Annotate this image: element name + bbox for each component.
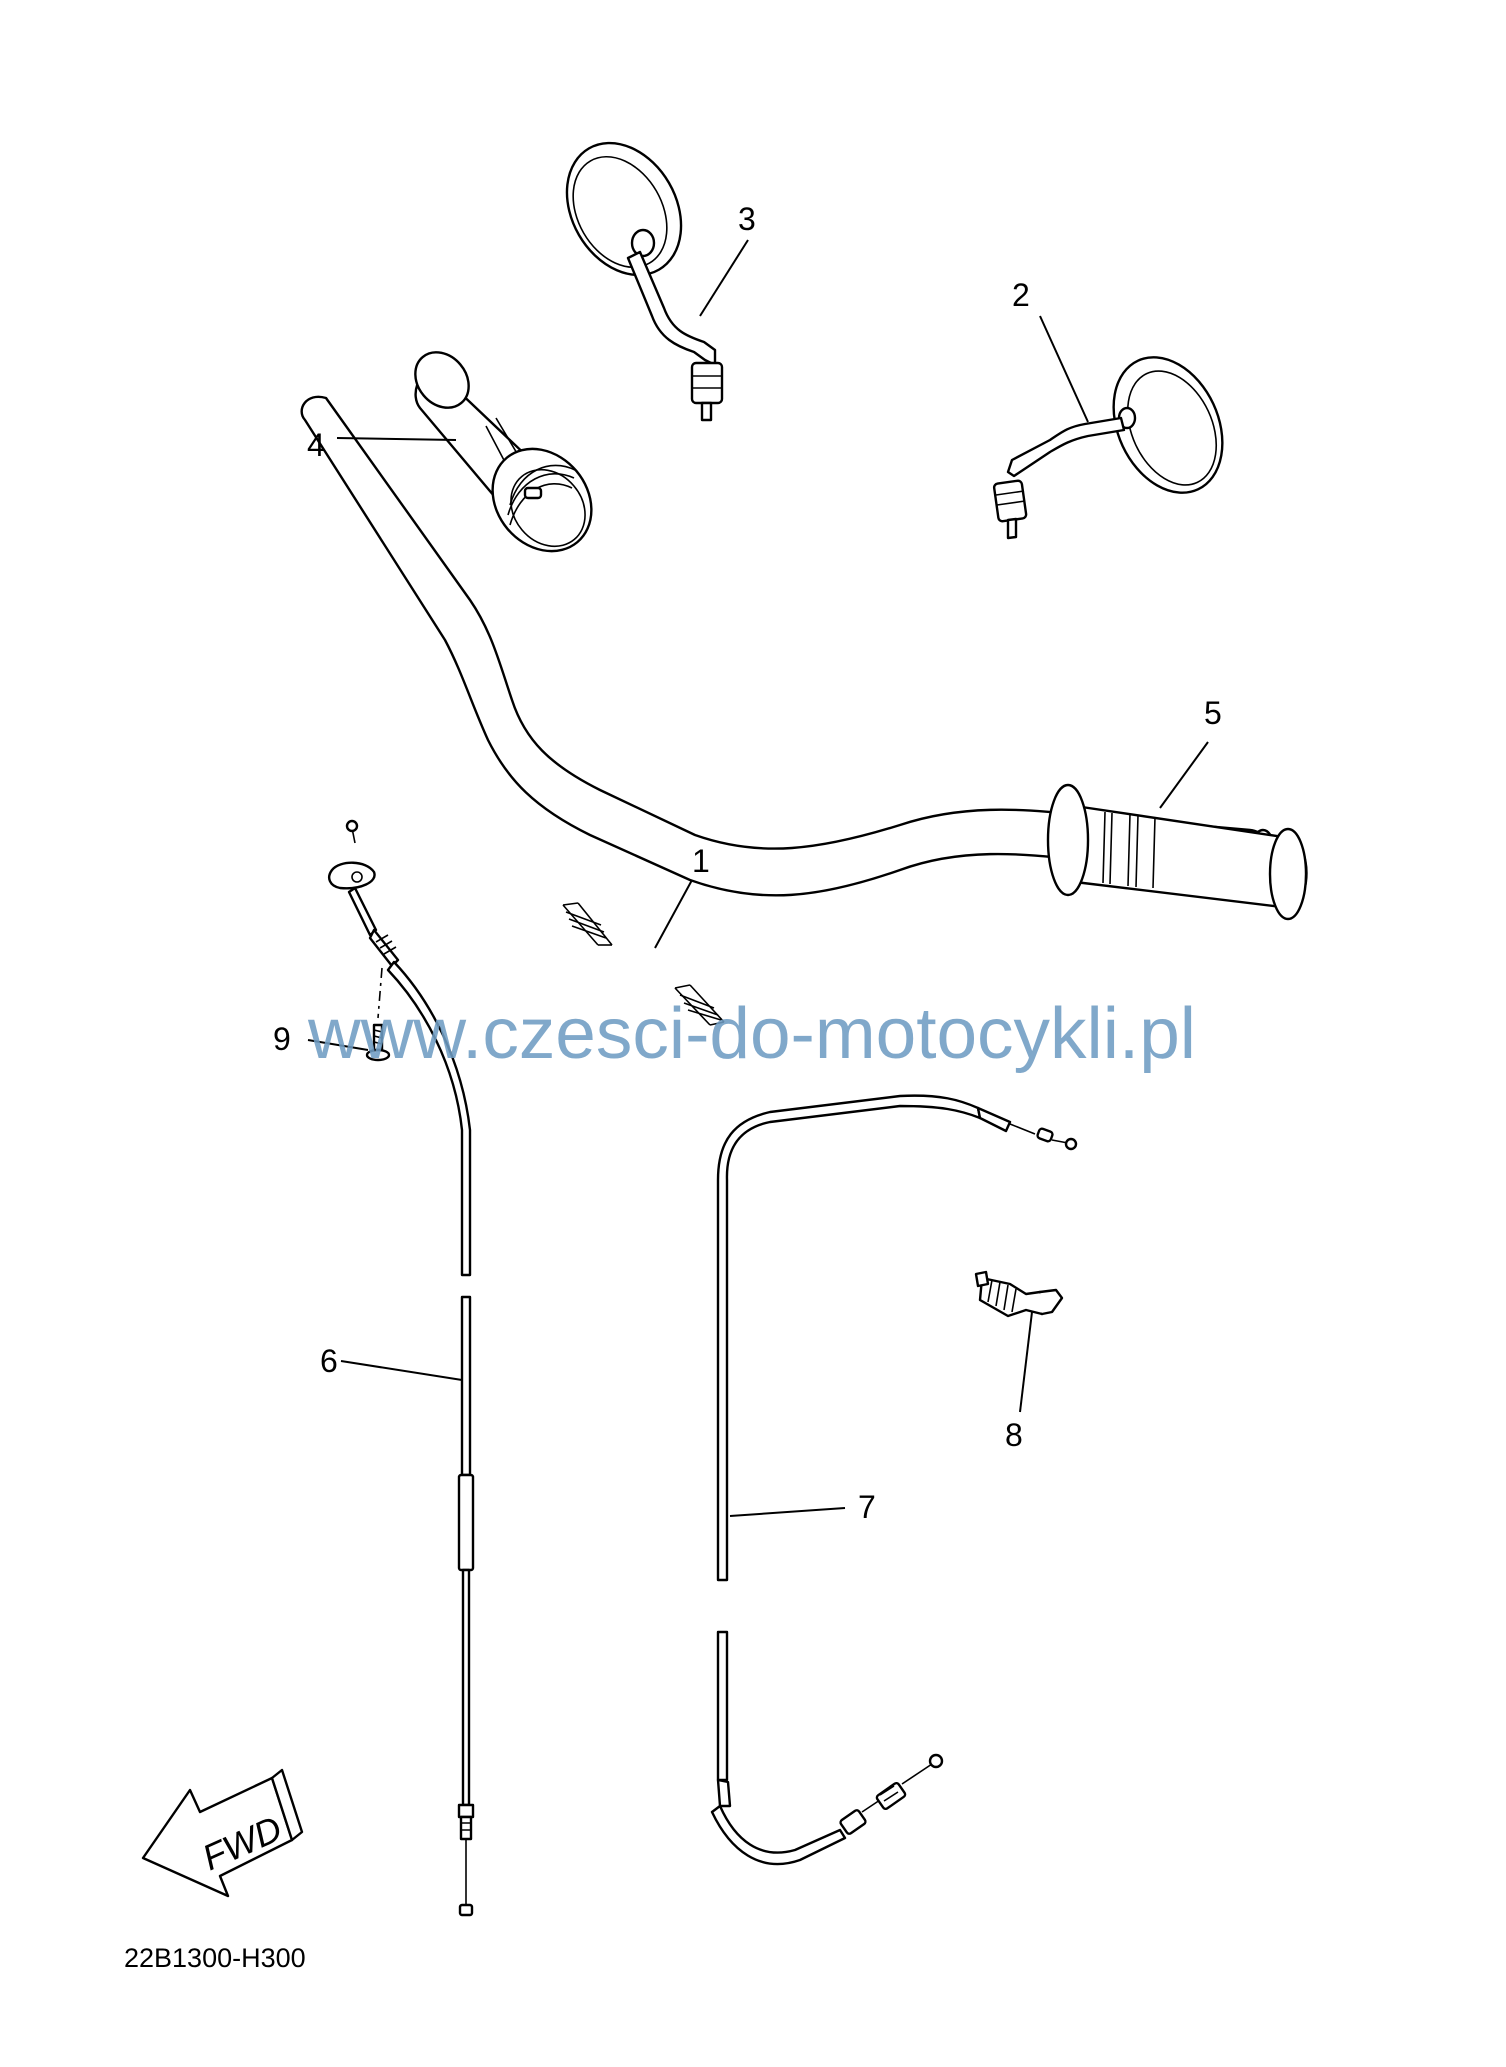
forward-direction-arrow: FWD: [141, 1768, 304, 1898]
callout-4: 4: [307, 427, 325, 463]
watermark: www.czesci-do-motocykli.pl: [307, 994, 1196, 1074]
mirror-left[interactable]: [544, 122, 724, 422]
handlebar-grip[interactable]: [1046, 783, 1308, 921]
callout-5: 5: [1204, 695, 1222, 731]
callout-3: 3: [738, 201, 756, 237]
callout-2: 2: [1012, 277, 1030, 313]
handlebar-knurl-right: [674, 984, 725, 1026]
callout-7: 7: [858, 1489, 876, 1525]
callout-8: 8: [1005, 1417, 1023, 1453]
callout-9: 9: [273, 1021, 291, 1057]
diagram-code: 22B1300-H300: [124, 1943, 306, 1973]
throttle-grip[interactable]: [404, 342, 611, 571]
throttle-cable[interactable]: [328, 819, 475, 1917]
callout-1: 1: [692, 843, 710, 879]
mirror-right[interactable]: [992, 340, 1244, 540]
cable-adjuster[interactable]: [974, 1270, 1064, 1318]
handlebar[interactable]: [300, 395, 1277, 1026]
leader-lines: [307, 239, 1209, 1517]
callout-numbers: 1 2 3 4 5 6 7 8 9: [273, 201, 1222, 1525]
callout-6: 6: [320, 1343, 338, 1379]
clutch-cable[interactable]: [710, 1094, 1078, 1866]
handlebar-knurl-left: [562, 902, 613, 946]
screw[interactable]: [365, 967, 391, 1062]
